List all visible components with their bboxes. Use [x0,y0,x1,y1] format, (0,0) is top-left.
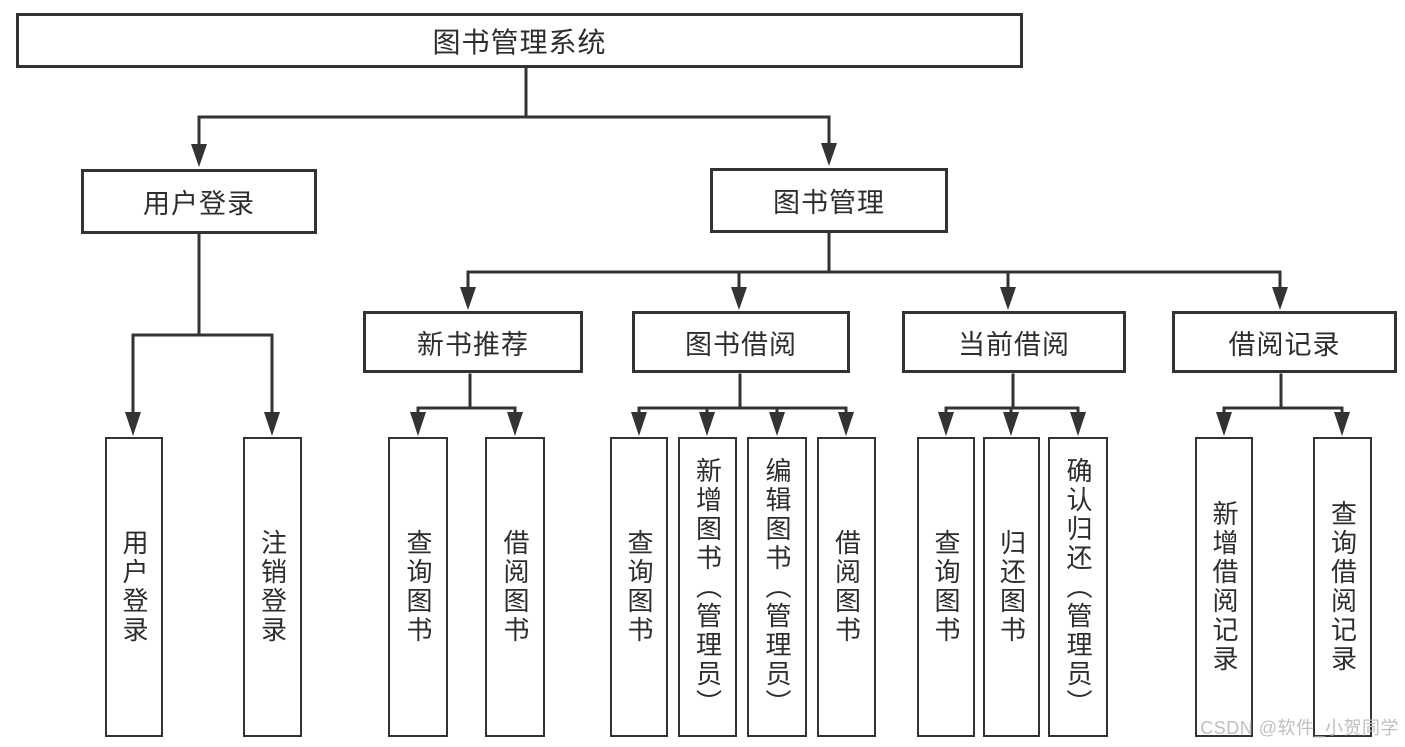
node-label: 图书借阅 [685,329,797,360]
node-user-login: 用户登录 [81,169,317,234]
arrowhead-down [699,412,715,436]
arrowhead-down [821,143,837,166]
leaf-logout: 注销登录 [243,437,302,737]
leaf-label: 借阅图书 [831,529,862,645]
leaf-current-query-books: 查询图书 [917,437,975,737]
arrowhead-down [1000,287,1016,310]
arrowhead-down [731,287,747,310]
leaf-label: 用户登录 [119,529,149,645]
node-label: 当前借阅 [958,329,1070,360]
node-book-management: 图书管理 [710,168,948,233]
connector-root-to-level2 [191,66,837,167]
leaf-label: 借阅图书 [500,529,530,645]
arrowhead-down [1216,412,1232,436]
connector-newbookrec-to-leaves [410,373,523,436]
arrowhead-down [507,412,523,436]
arrowhead-down [191,144,207,167]
node-library-management-system: 图书管理系统 [16,13,1023,68]
arrowhead-down [769,412,785,436]
arrowhead-down [1070,412,1086,436]
leaf-label: 编辑图书（管理员） [762,456,792,718]
node-label: 图书管理系统 [432,26,607,58]
leaf-label: 查询图书 [931,529,961,645]
arrowhead-down [1003,412,1019,436]
leaf-label: 归还图书 [996,529,1027,645]
leaf-newbook-query-books: 查询图书 [388,437,448,737]
node-book-borrowing: 图书借阅 [632,311,850,373]
connector-borrowrecord-to-leaves [1216,373,1350,436]
leaf-label: 查询借阅记录 [1327,500,1358,674]
leaf-label: 查询图书 [403,529,433,645]
connector-userlogin-to-leaves [125,232,280,436]
node-label: 借阅记录 [1228,329,1341,360]
node-borrowing-records: 借阅记录 [1172,311,1397,373]
leaf-add-borrow-record: 新增借阅记录 [1195,437,1253,737]
arrowhead-down [460,287,476,310]
arrowhead-down [1334,412,1350,436]
arrowhead-down [938,412,954,436]
leaf-return-books: 归还图书 [983,437,1040,737]
node-label: 新书推荐 [417,329,529,360]
node-label: 用户登录 [143,189,255,219]
leaf-label: 新增借阅记录 [1209,500,1239,674]
arrowhead-down [1272,287,1288,310]
arrowhead-down [264,412,280,436]
connector-currentborrow-to-leaves [938,373,1086,436]
leaf-add-books-admin: 新增图书（管理员） [678,437,737,737]
leaf-confirm-return-admin: 确认归还（管理员） [1048,437,1108,737]
leaf-edit-books-admin: 编辑图书（管理员） [747,437,807,737]
leaf-newbook-borrow-books: 借阅图书 [485,437,545,737]
connector-bookborrow-to-leaves [631,373,854,436]
leaf-label: 新增图书（管理员） [692,456,723,718]
node-label: 图书管理 [773,188,885,218]
leaf-borrowing-borrow-books: 借阅图书 [817,437,876,737]
leaf-label: 注销登录 [257,529,288,645]
leaf-label: 确认归还（管理员） [1063,456,1093,718]
leaf-query-borrow-record: 查询借阅记录 [1313,437,1372,737]
node-new-book-recommend: 新书推荐 [363,311,583,373]
connector-bookmgmt-to-level3 [460,231,1288,310]
leaf-label: 查询图书 [624,529,654,645]
arrowhead-down [125,412,141,436]
node-current-borrowing: 当前借阅 [902,311,1126,373]
csdn-watermark: CSDN @软件_小贺同学 [1200,718,1399,738]
arrowhead-down [838,412,854,436]
arrowhead-down [410,412,426,436]
arrowhead-down [631,412,647,436]
leaf-user-login: 用户登录 [105,437,163,737]
leaf-borrowing-query-books: 查询图书 [610,437,668,737]
